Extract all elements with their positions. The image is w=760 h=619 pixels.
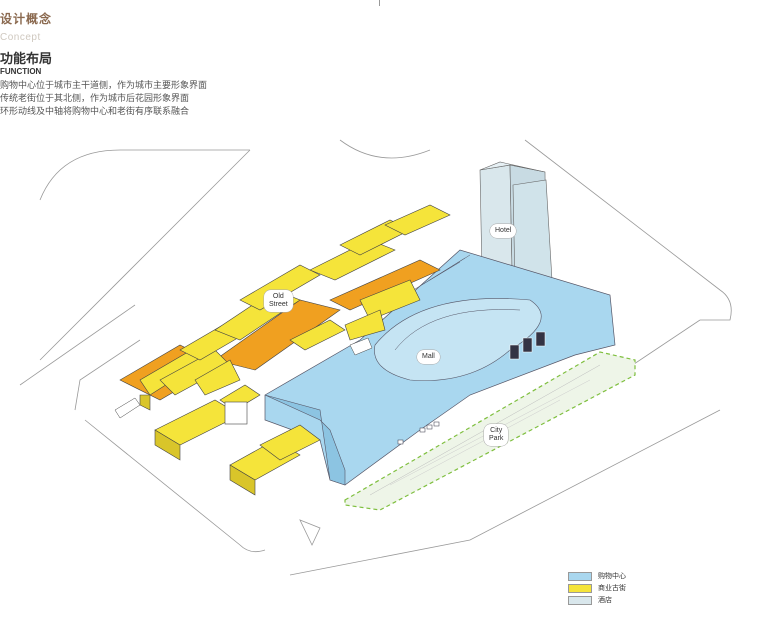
legend-item-street: 商业古街 [568,582,626,594]
legend-swatch-street [568,583,592,593]
top-divider [379,0,380,6]
function-heading-en: FUNCTION [0,67,42,76]
old-street-label: Old Street [264,290,293,312]
legend-item-mall: 购物中心 [568,570,626,582]
mall-stripes [409,254,471,293]
description-line-3: 环形动线及中轴将购物中心和老街有序联系融合 [0,107,190,117]
legend-item-hotel: 酒店 [568,594,626,606]
mall-label: Mall [417,350,440,364]
function-heading-cn: 功能布局 [0,52,53,67]
concept-title-cn: 设计概念 [0,12,53,26]
legend-swatch-hotel [568,595,592,605]
legend-swatch-mall [568,571,592,581]
legend: 购物中心 商业古街 酒店 [568,570,626,606]
mall-small-windows [397,421,440,445]
concept-title-en: Concept [0,32,41,43]
entrance-steps [114,337,373,419]
hotel-tower [479,161,553,286]
old-street-buildings [119,204,451,496]
hotel-label: Hotel [490,224,517,238]
description-line-2: 传统老街位于其北侧，作为城市后花园形象界面 [0,94,190,104]
mall-facade-windows [509,331,546,360]
description-line-1: 购物中心位于城市主干道侧，作为城市主要形象界面 [0,81,208,91]
city-park-label: City Park [484,424,509,446]
mall-building [264,249,616,486]
